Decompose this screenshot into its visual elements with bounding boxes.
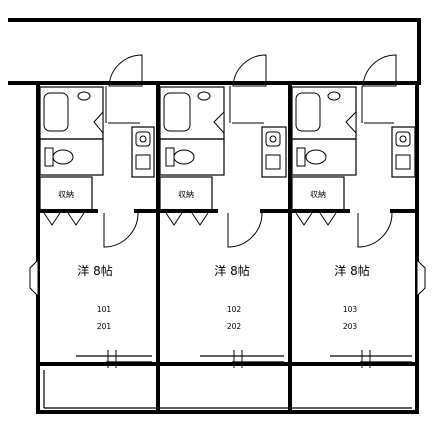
unit-1: 収納 洋 8帖 101 201 <box>29 54 158 368</box>
kitchen <box>261 126 287 178</box>
unit-number-lower: 103 <box>343 305 358 314</box>
storage-label: 収納 <box>58 189 74 199</box>
unit-2: 収納 洋 8帖 102 202 <box>158 54 290 368</box>
entry-door-icon <box>362 54 397 87</box>
unit-number-upper: 203 <box>343 322 358 331</box>
storage-label: 収納 <box>178 189 194 199</box>
entry-door-icon <box>108 54 143 87</box>
toilet-icon <box>165 147 175 167</box>
toilet-room <box>291 138 357 176</box>
building-outline <box>36 83 419 414</box>
toilet-icon <box>44 147 54 167</box>
unit-number-lower: 102 <box>227 305 242 314</box>
corridor-walls <box>8 18 421 85</box>
toilet-room <box>39 138 104 176</box>
balcony-rail <box>43 370 412 409</box>
unit-number-upper: 202 <box>227 322 242 331</box>
room-label: 洋 8帖 <box>334 263 369 278</box>
bathtub-icon <box>163 92 191 132</box>
bathtub-icon <box>43 92 69 132</box>
room-label: 洋 8帖 <box>214 263 249 278</box>
unit-number-upper: 201 <box>97 322 112 331</box>
room-door-icon <box>103 212 139 248</box>
bathtub-icon <box>295 92 321 132</box>
unit-3: 収納 洋 8帖 103 203 <box>290 54 426 368</box>
toilet-room <box>159 138 225 176</box>
room-label: 洋 8帖 <box>77 263 112 278</box>
toilet-icon <box>296 147 306 167</box>
unit-number-lower: 101 <box>97 305 112 314</box>
room-door-icon <box>227 212 263 248</box>
stove-icon <box>395 154 411 170</box>
storage-label: 収納 <box>310 189 326 199</box>
stove-icon <box>135 154 151 170</box>
kitchen <box>131 126 155 178</box>
entry-door-icon <box>232 54 267 87</box>
kitchen <box>391 126 416 178</box>
stove-icon <box>265 154 281 170</box>
room-door-icon <box>357 212 393 248</box>
